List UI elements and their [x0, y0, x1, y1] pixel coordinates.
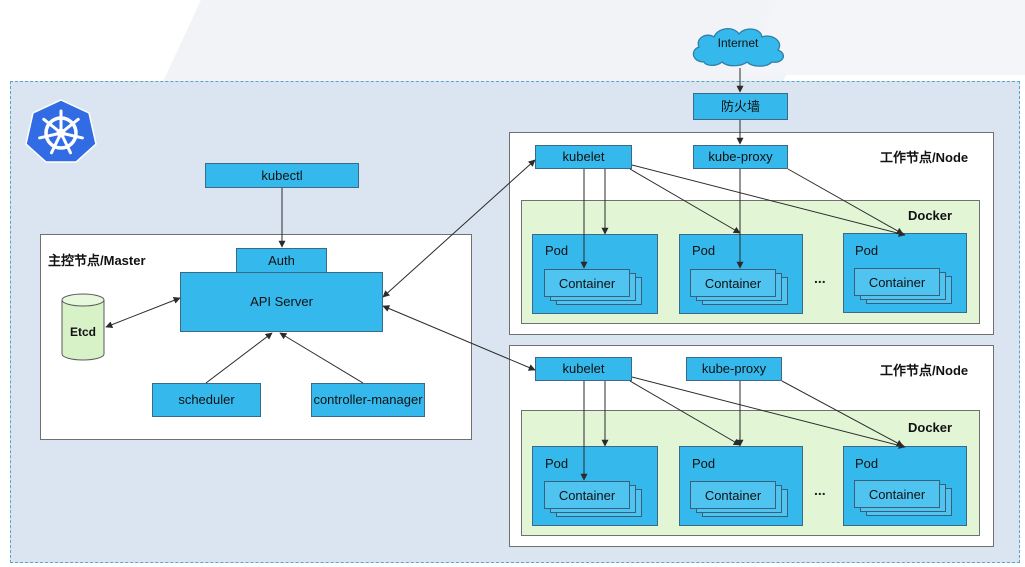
worker-node-title: 工作节点/Node	[880, 150, 969, 165]
master-title: 主控节点/Master	[48, 253, 146, 268]
cloud-icon	[692, 28, 785, 67]
docker-title: Docker	[908, 420, 953, 435]
container-box: Container	[544, 481, 630, 509]
more-pods-ellipsis: ...	[814, 482, 826, 498]
pod-label: Pod	[545, 456, 569, 471]
kubectl-box: kubectl	[205, 163, 359, 188]
pod-label: Pod	[692, 456, 716, 471]
kube-proxy-box: kube-proxy	[693, 145, 788, 169]
pod-label: Pod	[855, 456, 879, 471]
container-box: Container	[690, 481, 776, 509]
internet-label: Internet	[717, 36, 759, 50]
container-box: Container	[544, 269, 630, 297]
database-cylinder-icon	[61, 293, 105, 361]
api-server-box: API Server	[180, 272, 383, 332]
worker-node-title: 工作节点/Node	[880, 363, 969, 378]
auth-box: Auth	[236, 248, 327, 273]
kube-proxy-box: kube-proxy	[686, 357, 782, 381]
docker-title: Docker	[908, 208, 953, 223]
kubernetes-logo-icon	[25, 99, 97, 163]
etcd-label: Etcd	[69, 325, 96, 339]
controller-manager-box: controller-manager	[311, 383, 425, 417]
pod-label: Pod	[692, 243, 716, 258]
scheduler-box: scheduler	[152, 383, 261, 417]
kubelet-box: kubelet	[535, 357, 632, 381]
firewall-box: 防火墙	[693, 93, 788, 120]
container-box: Container	[854, 268, 940, 296]
pod-label: Pod	[855, 243, 879, 258]
more-pods-ellipsis: ...	[814, 270, 826, 286]
pod-label: Pod	[545, 243, 569, 258]
container-box: Container	[854, 480, 940, 508]
container-box: Container	[690, 269, 776, 297]
kubelet-box: kubelet	[535, 145, 632, 169]
